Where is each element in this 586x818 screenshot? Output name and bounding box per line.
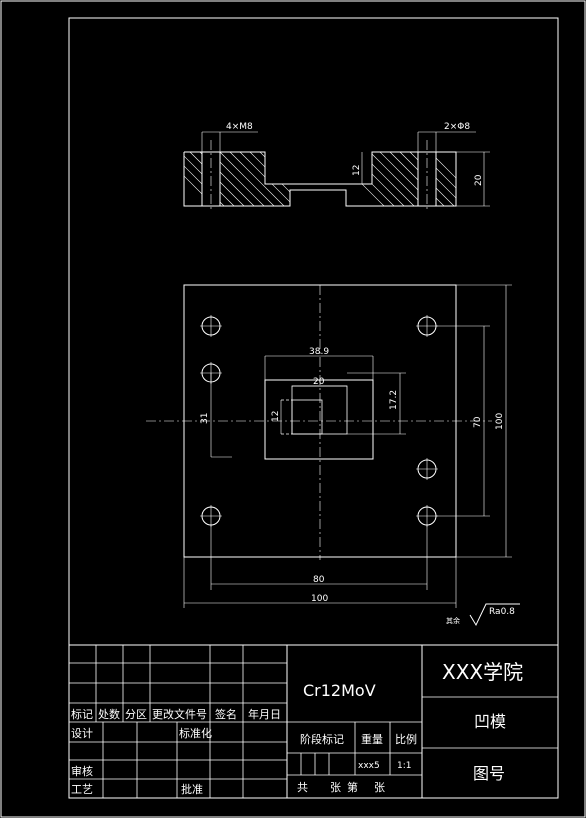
dim-inner-opening: 20 <box>313 377 325 387</box>
rev-col-zone: 分区 <box>125 708 147 721</box>
dim-hole-spacing-h: 80 <box>313 575 325 585</box>
hole-top-left <box>200 315 222 337</box>
title-block: 标记 处数 分区 更改文件号 签名 年月日 设计 标准化 审核 工艺 批准 Cr… <box>68 644 559 799</box>
material: Cr12MoV <box>303 681 376 700</box>
label-check: 审核 <box>71 764 93 778</box>
rev-col-sign: 签名 <box>215 707 237 721</box>
callout-pins: 2×Φ8 <box>444 122 470 132</box>
surface-finish: 其余 Ra0.8 <box>446 603 520 627</box>
label-design: 设计 <box>71 727 93 740</box>
svg-text:Ra0.8: Ra0.8 <box>489 607 515 617</box>
rev-col-mark: 标记 <box>71 707 93 721</box>
sheet-total: 共 <box>297 781 308 794</box>
part-name: 凹模 <box>474 712 506 731</box>
dim-hole-spacing-v: 70 <box>473 416 483 428</box>
dim-outer-opening: 38.9 <box>309 347 329 357</box>
sheet-unit: 张 <box>330 781 341 794</box>
dim-overall-v: 100 <box>495 413 505 430</box>
label-process: 工艺 <box>71 783 93 796</box>
rev-col-date: 年月日 <box>248 707 281 721</box>
label-weight: 重量 <box>361 732 383 746</box>
rev-col-docno: 更改文件号 <box>152 707 207 721</box>
dim-thickness: 20 <box>474 174 484 186</box>
dim-opening-height: 17.2 <box>389 390 399 410</box>
label-standardization: 标准化 <box>179 726 212 740</box>
label-scale: 比例 <box>395 732 417 746</box>
plan-view: 38.9 20 17.2 12 31 70 100 80 10 <box>146 284 512 608</box>
drawing-no-label: 图号 <box>473 764 505 783</box>
school-name: XXX学院 <box>442 660 523 684</box>
sheet-unit2: 张 <box>374 781 385 794</box>
hole-top-right <box>416 315 438 337</box>
hole-bottom-left <box>200 505 222 527</box>
weight-value: xxx5 <box>358 761 380 771</box>
label-approve: 批准 <box>181 782 203 796</box>
dim-pocket-depth: 12 <box>352 165 362 176</box>
hatch-left <box>184 152 295 206</box>
hole-bottom-right <box>416 505 438 527</box>
rev-col-count: 处数 <box>98 708 120 721</box>
sheet-no: 第 <box>347 780 358 794</box>
pin-hole-right <box>416 458 438 480</box>
hatch-right <box>346 152 456 206</box>
svg-text:其余: 其余 <box>446 616 460 625</box>
callout-threads: 4×M8 <box>226 122 253 132</box>
dim-small-12: 12 <box>271 411 281 422</box>
section-view: 4×M8 2×Φ8 12 20 <box>183 122 490 212</box>
scale-value: 1:1 <box>397 761 411 771</box>
dim-small-31: 31 <box>200 413 210 424</box>
label-stage-mark: 阶段标记 <box>300 732 344 746</box>
dim-overall-h: 100 <box>311 594 328 604</box>
